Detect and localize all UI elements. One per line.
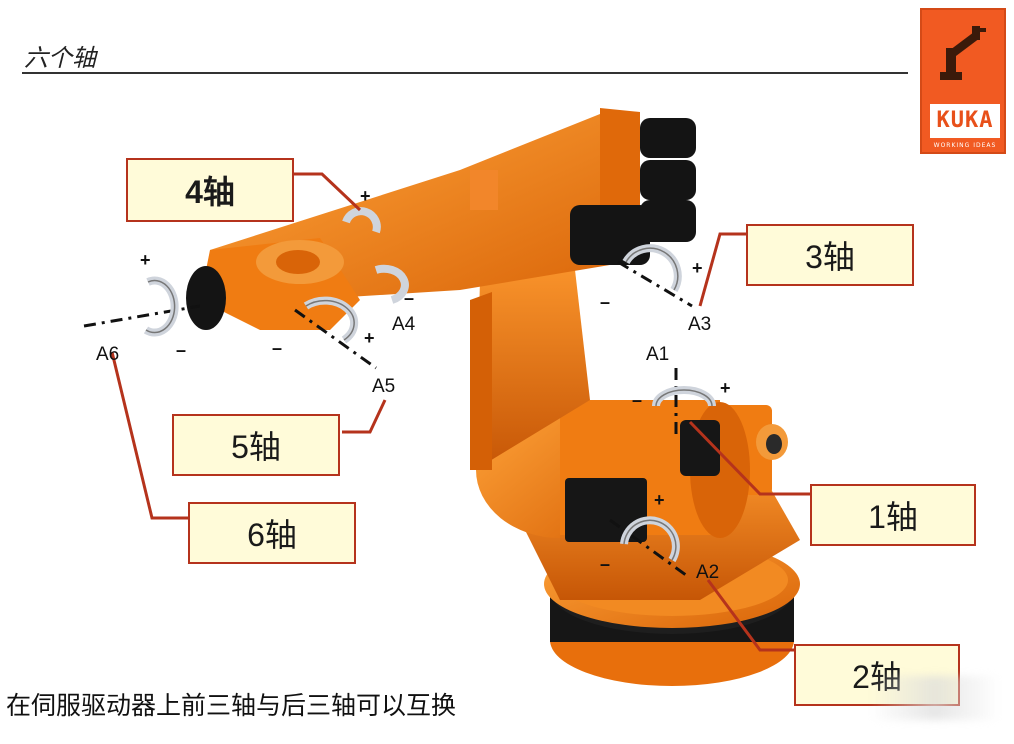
code-a6: A6 (96, 344, 120, 365)
axis-lines (83, 260, 693, 580)
rotation-arrow-icon (143, 207, 716, 563)
code-a4: A4 (392, 314, 416, 335)
logo-robot-silhouette (940, 26, 986, 80)
label-axis1: 1轴 (810, 484, 976, 546)
robot-column (476, 400, 800, 600)
sign-plus-a5: + (364, 328, 375, 348)
sign-plus-a1: + (720, 378, 731, 398)
logo-slogan: WORKING IDEAS (933, 142, 997, 149)
label-axis6: 6轴 (188, 502, 356, 564)
caption: 在伺服驱动器上前三轴与后三轴可以互换 (6, 691, 457, 720)
sign-minus-a2: – (600, 554, 611, 574)
watermark (870, 676, 1000, 720)
sign-minus-a4: – (404, 288, 415, 308)
sign-minus-a3: – (600, 292, 611, 312)
robot-wrist (186, 238, 360, 330)
sign-plus-a6: + (140, 250, 151, 270)
code-a1: A1 (646, 344, 670, 365)
robot-lower-arm (470, 270, 590, 470)
label-axis3: 3轴 (746, 224, 914, 286)
sign-minus-a6: – (176, 340, 187, 360)
label-axis4: 4轴 (126, 158, 294, 222)
sign-plus-a4: + (360, 186, 371, 206)
code-a2: A2 (696, 562, 720, 583)
sign-minus-a5: – (272, 338, 283, 358)
slide-title: 六个轴 (24, 44, 96, 72)
leader-lines (110, 172, 812, 652)
code-a5: A5 (372, 376, 396, 397)
code-a3: A3 (688, 314, 712, 335)
label-axis5: 5轴 (172, 414, 340, 476)
kuka-logo-icon: KUKA WORKING IDEAS (920, 8, 1006, 154)
title-divider (22, 72, 908, 74)
sign-plus-a3: + (692, 258, 703, 278)
logo-wordmark: KUKA (930, 104, 1000, 138)
sign-plus-a2: + (654, 490, 665, 510)
sign-minus-a1: – (632, 390, 643, 410)
